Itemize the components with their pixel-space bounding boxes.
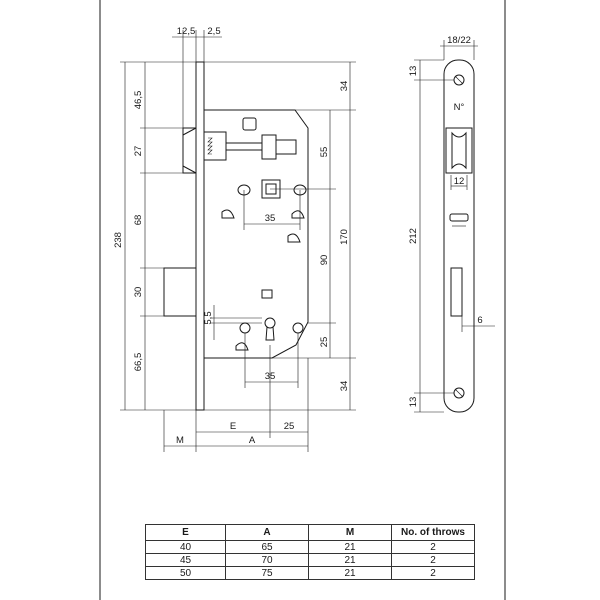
dim-key-offset: 5,5 [203, 311, 214, 324]
table-row: 40 65 21 2 [145, 540, 475, 554]
table-cell: 75 [225, 566, 309, 580]
column-header-throws: No. of throws [391, 524, 475, 541]
dim-left-0: 46,5 [133, 91, 144, 110]
table-row: 45 70 21 2 [145, 553, 475, 567]
dim-right-4: 25 [319, 337, 330, 348]
dim-top-0: 12,5 [177, 26, 196, 37]
keyhole [264, 317, 276, 329]
table-header-row: E A M No. of throws [145, 524, 475, 541]
dim-follower-spacing: 35 [265, 213, 276, 224]
table-cell: 21 [308, 553, 392, 567]
dim-m: M [176, 435, 184, 446]
dim-left-3: 30 [133, 287, 144, 298]
table-cell: 45 [145, 553, 226, 567]
faceplate-side [443, 59, 475, 413]
table-cell: 21 [308, 566, 392, 580]
side-view: N° 12 6 18/22 13 212 13 [408, 35, 495, 413]
dim-side-bottom: 13 [408, 397, 419, 408]
front-view: 46,5 27 68 30 66,5 238 12,5 2,5 34 55 17… [113, 26, 356, 452]
latch-window [445, 127, 473, 174]
dim-6: 6 [477, 315, 482, 326]
dim-right-3: 90 [319, 255, 330, 266]
brand-logo [449, 213, 469, 222]
table-cell: 2 [391, 540, 475, 554]
table-cell: 21 [308, 540, 392, 554]
dim-right-5: 34 [339, 381, 350, 392]
bolt-window [450, 267, 463, 317]
column-header-e: E [145, 524, 226, 541]
dim-right-2: 170 [339, 229, 350, 245]
column-header-a: A [225, 524, 309, 541]
dim-left-2: 68 [133, 215, 144, 226]
dim-side-height: 212 [408, 228, 419, 244]
table-cell: 2 [391, 566, 475, 580]
marking-no: N° [454, 102, 465, 113]
dim-e: E [230, 421, 236, 432]
table-cell: 2 [391, 553, 475, 567]
dim-right-1: 55 [319, 147, 330, 158]
latch-bolt [182, 127, 197, 174]
dim-left-1: 27 [133, 146, 144, 157]
table-row: 50 75 21 2 [145, 566, 475, 580]
lock-body [203, 109, 309, 359]
table-cell: 65 [225, 540, 309, 554]
table-cell: 70 [225, 553, 309, 567]
dead-bolt [163, 267, 197, 317]
dim-left-4: 66,5 [133, 353, 144, 372]
dim-25: 25 [284, 421, 295, 432]
column-header-m: M [308, 524, 392, 541]
dim-total-height: 238 [113, 232, 124, 248]
dim-a: A [249, 435, 256, 446]
dim-right-0: 34 [339, 81, 350, 92]
dim-top-1: 2,5 [207, 26, 220, 37]
dim-square: 12 [454, 176, 465, 187]
dim-width: 18/22 [447, 35, 471, 46]
table-cell: 50 [145, 566, 226, 580]
dim-side-top: 13 [408, 66, 419, 77]
table-cell: 40 [145, 540, 226, 554]
faceplate [195, 61, 205, 411]
spec-table: E A M No. of throws 40 65 21 2 45 70 21 … [145, 524, 475, 580]
